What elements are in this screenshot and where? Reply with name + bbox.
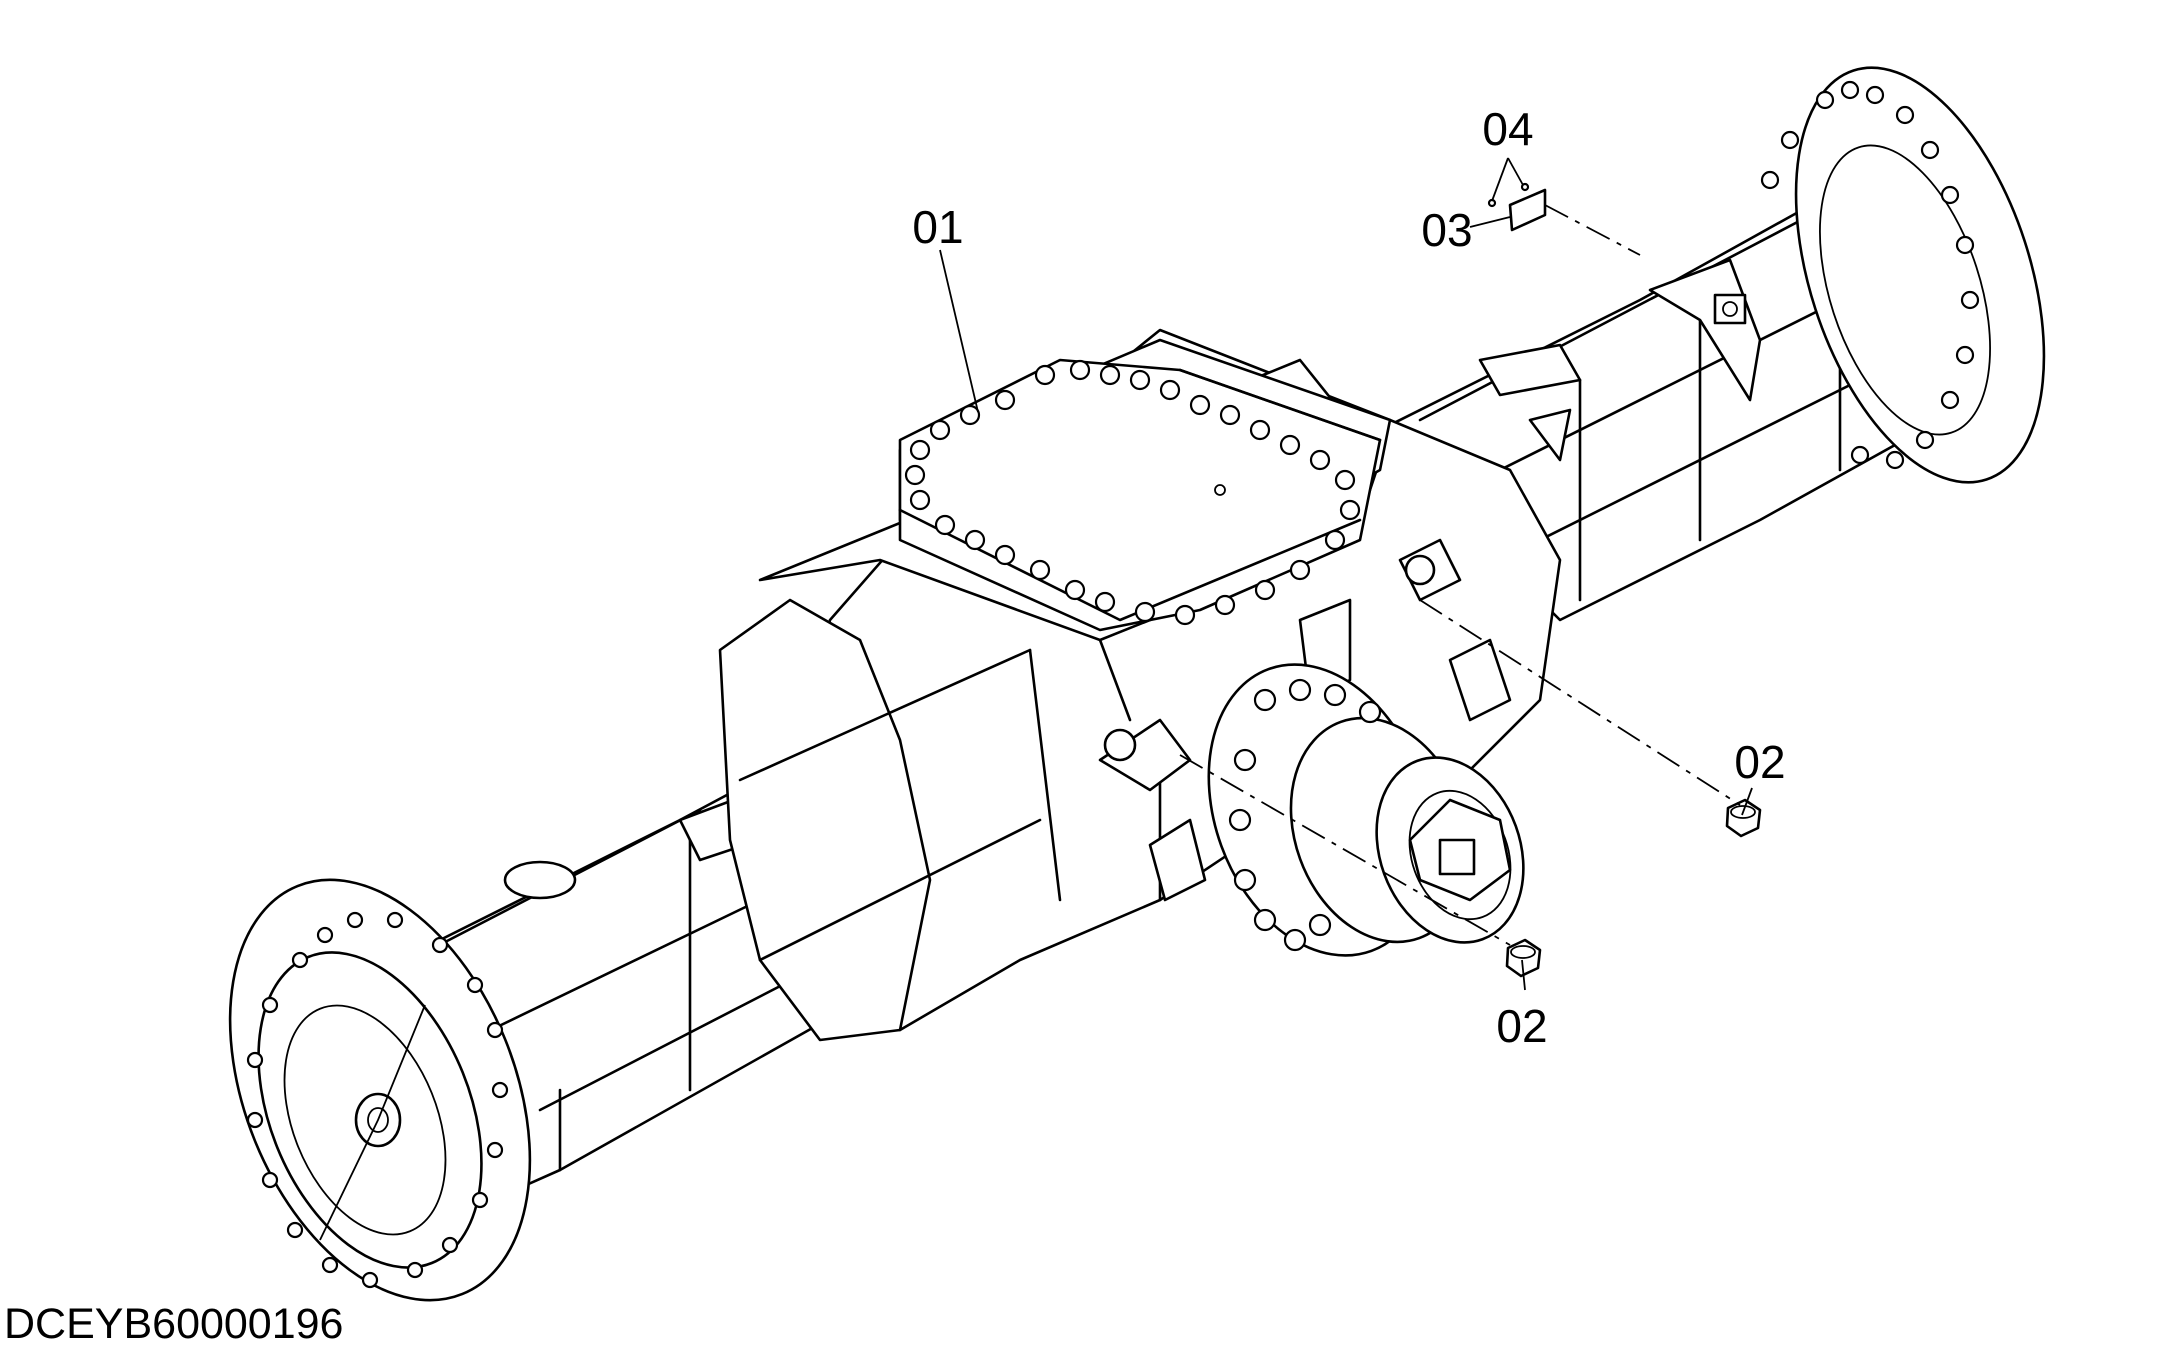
drawing-id: DCEYB60000196 [4,1300,343,1345]
right-wheel-flange [1760,66,2046,484]
leader-lines [939,157,1753,991]
top-cover [898,358,1382,632]
cover-bolts [904,359,1361,626]
left-flange-bolt-holes [246,911,509,1289]
right-flange-bolt-holes [1760,80,1980,470]
callout-02-plug-lower: 02 [1496,1000,1547,1052]
callout-04-rivets: 04 [1482,103,1533,155]
drain-plug-lower [1505,938,1542,978]
input-pinion-flange [1207,663,1525,957]
callout-02-plug-right: 02 [1734,736,1785,788]
pinion-flange-bolts [1228,678,1382,952]
callout-03-name-plate: 03 [1421,204,1472,256]
drain-plug-right [1725,798,1762,838]
callout-01-housing: 01 [912,201,963,253]
callout-labels: 01 02 02 03 04 [912,103,1785,1052]
left-wheel-flange [228,878,532,1302]
assembly-centerlines [1179,204,1741,946]
name-plate [1508,188,1547,232]
rivets [1487,182,1530,208]
